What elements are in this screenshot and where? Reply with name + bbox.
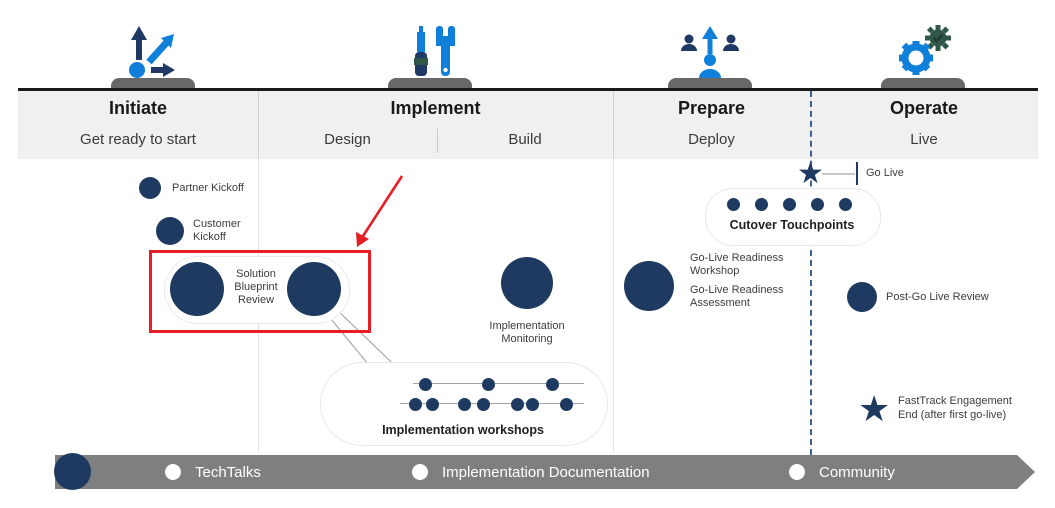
post-golive-review-circle <box>847 282 877 312</box>
tools-icon <box>402 22 466 80</box>
phase-sub-build: Build <box>508 131 542 148</box>
customer-kickoff-circle <box>156 217 184 245</box>
phase-title-operate: Operate <box>889 98 959 118</box>
golive-readiness-assessment-label: Go-Live Readiness Assessment <box>690 284 784 309</box>
phase-header-band <box>18 91 1038 159</box>
initiate-platform <box>111 78 195 91</box>
resource-techtalks: TechTalks <box>165 455 261 489</box>
solution-blueprint-circle-build <box>287 262 341 316</box>
techtalks-label: TechTalks <box>195 463 261 481</box>
partner-kickoff-circle <box>139 177 161 199</box>
operate-platform <box>881 78 965 91</box>
implementation-documentation-label: Implementation Documentation <box>442 463 650 481</box>
solution-blueprint-circle-design <box>170 262 224 316</box>
partner-kickoff-label: Partner Kickoff <box>172 182 244 194</box>
bullet-dot-icon <box>789 464 805 480</box>
resources-bar <box>55 455 1017 489</box>
red-highlight-box <box>149 250 371 333</box>
prepare-platform <box>668 78 752 91</box>
workshops-track-line-bottom <box>400 403 584 404</box>
bullet-dot-icon <box>165 464 181 480</box>
golive-label: Go Live <box>866 167 904 179</box>
resources-bar-start-circle <box>54 453 91 490</box>
implementation-monitoring-circle <box>501 257 553 309</box>
bullet-dot-icon <box>412 464 428 480</box>
column-divider <box>258 91 259 159</box>
golive-star-icon: ★ <box>797 157 824 190</box>
design-build-divider <box>437 129 438 153</box>
column-divider <box>613 159 614 453</box>
red-annotation-arrow <box>356 175 404 247</box>
phase-title-prepare: Prepare <box>677 98 746 118</box>
column-divider <box>613 91 614 159</box>
golive-tick <box>856 162 858 185</box>
phase-sub-design: Design <box>324 131 371 148</box>
resource-community: Community <box>789 455 895 489</box>
golive-readiness-workshop-label: Go-Live Readiness Workshop <box>690 252 784 277</box>
post-golive-review-label: Post-Go Live Review <box>886 291 989 303</box>
people-uplift-icon <box>678 22 742 80</box>
phase-title-implement: Implement <box>390 98 481 118</box>
route-arrows-icon <box>121 22 185 80</box>
workshops-track-line-top <box>413 383 584 384</box>
implement-platform <box>388 78 472 91</box>
resources-bar-arrowhead <box>1017 455 1035 489</box>
implementation-workshops-label: Implementation workshops <box>382 423 544 437</box>
golive-readiness-circle <box>624 261 674 311</box>
customer-kickoff-label: Customer Kickoff <box>193 218 241 243</box>
implementation-monitoring-label: Implementation Monitoring <box>489 320 565 345</box>
solution-blueprint-label: Solution Blueprint Review <box>234 268 278 306</box>
community-label: Community <box>819 463 895 481</box>
phase-sub-deploy: Deploy <box>688 131 735 148</box>
fasttrack-end-star-icon: ★ <box>858 388 891 429</box>
phase-sub-live: Live <box>910 131 938 148</box>
cutover-touchpoints-pill <box>705 188 881 246</box>
resource-implementation-documentation: Implementation Documentation <box>412 455 650 489</box>
gears-icon <box>893 22 957 80</box>
phase-title-initiate: Initiate <box>108 98 167 118</box>
phase-header-topline <box>18 88 1038 91</box>
phase-sub-get-ready: Get ready to start <box>80 131 196 148</box>
fasttrack-end-label: FastTrack Engagement End (after first go… <box>898 395 1012 421</box>
cutover-touchpoints-label: Cutover Touchpoints <box>729 218 855 232</box>
golive-dashed-line <box>810 91 812 455</box>
